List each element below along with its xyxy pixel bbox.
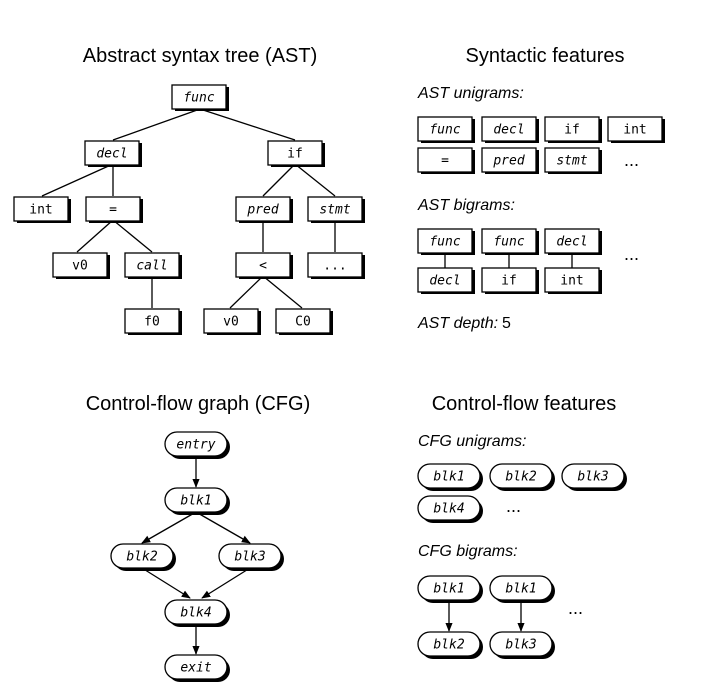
- cfg-node-blk2: blk2: [110, 543, 176, 571]
- ast-node-c0: C0: [275, 308, 333, 335]
- controlflow-title: Control-flow features: [432, 393, 617, 415]
- cfg-bigram-1-bottom: blk2: [433, 638, 464, 653]
- ast-node-lt: <: [235, 252, 293, 279]
- cfg-title: Control-flow graph (CFG): [86, 393, 311, 415]
- svg-text:if: if: [564, 123, 580, 138]
- svg-text:entry: entry: [176, 438, 215, 453]
- svg-text:v0: v0: [72, 259, 88, 274]
- svg-text:=: =: [441, 154, 449, 169]
- cfg-bigram-2-bottom: blk3: [505, 638, 536, 653]
- svg-text:pred: pred: [246, 203, 278, 218]
- ast-bigram-2-bottom: if: [501, 274, 517, 289]
- svg-text:int: int: [29, 203, 52, 218]
- ast-unigram-assign: =: [417, 147, 475, 174]
- cfg-bigrams-label: CFG bigrams:: [418, 543, 518, 560]
- ast-node-pred: pred: [235, 196, 293, 223]
- svg-text:call: call: [136, 259, 167, 274]
- svg-text:...: ...: [323, 259, 346, 274]
- svg-text:stmt: stmt: [319, 203, 350, 218]
- ast-node-int: int: [13, 196, 71, 223]
- cfg-unigram-blk4: blk4: [417, 495, 483, 523]
- svg-text:stmt: stmt: [556, 154, 587, 169]
- ast-node-v0-b: v0: [203, 308, 261, 335]
- svg-text:blk3: blk3: [234, 550, 265, 565]
- ast-node-stmt: stmt: [307, 196, 365, 223]
- ast-bigram-1-bottom: decl: [429, 274, 460, 289]
- cfg-unigrams-ellipsis: ...: [506, 496, 521, 516]
- svg-text:decl: decl: [96, 147, 127, 162]
- cfg-node-blk4: blk4: [164, 599, 230, 627]
- ast-bigram-3-bottom: int: [560, 274, 583, 289]
- ast-depth-label: AST depth:: [417, 315, 498, 332]
- ast-unigram-stmt: stmt: [544, 147, 602, 174]
- ast-node-func: func: [171, 84, 229, 111]
- svg-text:blk4: blk4: [433, 502, 464, 517]
- svg-text:int: int: [623, 123, 646, 138]
- ast-title: Abstract syntax tree (AST): [83, 45, 318, 67]
- ast-node-v0-a: v0: [52, 252, 110, 279]
- svg-text:f0: f0: [144, 315, 160, 330]
- svg-text:func: func: [429, 123, 460, 138]
- cfg-edges: [141, 456, 251, 655]
- ast-node-call: call: [124, 252, 182, 279]
- cfg-bigram-2-top: blk1: [505, 582, 536, 597]
- ast-unigrams-label: AST unigrams:: [417, 85, 524, 102]
- ast-bigram-2: func if: [481, 228, 539, 294]
- ast-bigram-1: func decl: [417, 228, 475, 294]
- svg-text:v0: v0: [223, 315, 239, 330]
- ast-node-f0: f0: [124, 308, 182, 335]
- ast-node-assign: =: [85, 196, 143, 223]
- cfg-node-entry: entry: [164, 431, 230, 459]
- svg-text:blk1: blk1: [180, 494, 211, 509]
- ast-node-ellipsis: ...: [307, 252, 365, 279]
- svg-text:<: <: [259, 259, 267, 274]
- ast-node-if: if: [267, 140, 325, 167]
- svg-text:blk1: blk1: [433, 470, 464, 485]
- cfg-unigram-blk2: blk2: [489, 463, 555, 491]
- svg-text:if: if: [287, 147, 303, 162]
- ast-bigram-2-top: func: [493, 235, 524, 250]
- ast-unigram-pred: pred: [481, 147, 539, 174]
- ast-edges: [41, 108, 336, 309]
- ast-depth-value: 5: [502, 315, 511, 332]
- ast-bigrams-ellipsis: ...: [624, 244, 639, 264]
- syntactic-title: Syntactic features: [466, 45, 625, 67]
- svg-text:blk4: blk4: [180, 606, 211, 621]
- cfg-bigram-2: blk1 blk3: [489, 575, 555, 659]
- cfg-bigrams-ellipsis: ...: [568, 598, 583, 618]
- svg-text:blk3: blk3: [577, 470, 608, 485]
- ast-bigram-1-top: func: [429, 235, 460, 250]
- svg-text:C0: C0: [295, 315, 311, 330]
- cfg-unigrams-label: CFG unigrams:: [418, 433, 526, 450]
- cfg-bigram-1-top: blk1: [433, 582, 464, 597]
- svg-text:=: =: [109, 203, 117, 218]
- cfg-node-blk3: blk3: [218, 543, 284, 571]
- ast-depth: AST depth:5: [417, 315, 511, 332]
- cfg-bigram-1: blk1 blk2: [417, 575, 483, 659]
- svg-text:blk2: blk2: [126, 550, 157, 565]
- svg-text:exit: exit: [180, 661, 211, 676]
- ast-bigram-3-top: decl: [556, 235, 587, 250]
- ast-unigram-int: int: [607, 116, 665, 143]
- cfg-node-blk1: blk1: [164, 487, 230, 515]
- ast-unigrams-ellipsis: ...: [624, 150, 639, 170]
- svg-text:decl: decl: [493, 123, 524, 138]
- ast-unigram-func: func: [417, 116, 475, 143]
- ast-bigrams-label: AST bigrams:: [417, 197, 515, 214]
- svg-text:pred: pred: [492, 154, 524, 169]
- cfg-node-exit: exit: [164, 654, 230, 682]
- ast-unigram-decl: decl: [481, 116, 539, 143]
- ast-unigram-if: if: [544, 116, 602, 143]
- svg-text:func: func: [183, 91, 214, 106]
- svg-text:blk2: blk2: [505, 470, 536, 485]
- cfg-unigram-blk1: blk1: [417, 463, 483, 491]
- ast-bigram-3: decl int: [544, 228, 602, 294]
- ast-node-decl: decl: [84, 140, 142, 167]
- cfg-unigram-blk3: blk3: [561, 463, 627, 491]
